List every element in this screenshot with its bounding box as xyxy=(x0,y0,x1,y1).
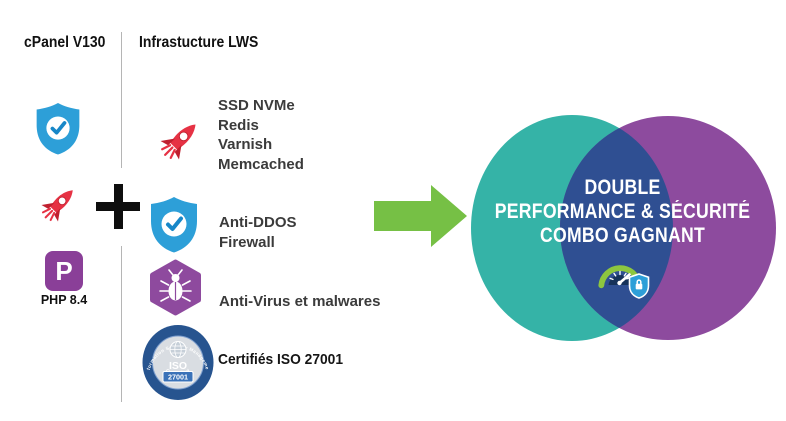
check-mark xyxy=(50,121,67,135)
badge-iso-label: ISO xyxy=(169,360,187,372)
badge-number-label: 27001 xyxy=(168,373,188,382)
php-icon-letter: P xyxy=(55,255,73,286)
rocket-fin-left xyxy=(160,138,176,146)
column-divider-bottom xyxy=(121,246,122,402)
security-feature-list: Anti-DDOS Firewall xyxy=(219,213,297,253)
badge-number-box xyxy=(162,371,194,383)
left-column-header: cPanel V130 xyxy=(24,34,106,51)
plus-icon-vbar xyxy=(113,184,123,229)
rocket-fin-left xyxy=(41,202,55,209)
php-icon: P xyxy=(45,251,83,291)
feature-line: SSD NVMe xyxy=(218,97,295,114)
column-divider-top xyxy=(121,32,122,168)
feature-line: Memcached xyxy=(218,155,304,173)
shield-check-icon xyxy=(36,103,80,155)
antivirus-feature-line: Anti-Virus et malwares xyxy=(219,293,381,310)
iso-27001-badge-icon: Information Security Management Certifie… xyxy=(142,324,214,400)
venn-line-1: DOUBLE xyxy=(584,176,661,199)
rocket-icon xyxy=(41,190,73,222)
feature-line: Firewall xyxy=(219,234,275,251)
speedometer-lock-icon xyxy=(598,265,650,299)
middle-column-header: Infrastucture LWS xyxy=(139,34,259,51)
plus-icon xyxy=(96,184,140,229)
rocket-flames xyxy=(161,144,176,159)
rocket-icon xyxy=(160,124,196,160)
bug-glyph xyxy=(159,269,192,302)
gauge-ticks xyxy=(609,270,631,281)
feature-line: Anti-DDOS xyxy=(219,214,297,231)
feature-line: Varnish xyxy=(218,136,273,153)
venn-line-2: PERFORMANCE & SÉCURITÉ xyxy=(494,200,751,223)
performance-feature-list: SSD NVMe Redis Varnish Memcached xyxy=(218,96,304,174)
php-version-label: PHP 8.4 xyxy=(40,293,88,307)
venn-line-3: COMBO GAGNANT xyxy=(540,224,705,247)
rocket-flames xyxy=(41,207,56,222)
check-mark xyxy=(166,216,183,231)
rocket-window xyxy=(57,196,67,206)
rocket-window xyxy=(178,131,189,142)
arrow-right-icon xyxy=(374,185,467,247)
feature-line: Redis xyxy=(218,116,259,134)
badge-globe-icon xyxy=(169,341,187,358)
venn-center-text: DOUBLE PERFORMANCE & SÉCURITÉ COMBO GAGN… xyxy=(465,176,780,248)
arrow-shape xyxy=(374,185,467,247)
iso-certified-line: Certifiés ISO 27001 xyxy=(218,351,344,368)
php-icon-bg xyxy=(45,251,83,291)
rocket-fin-right xyxy=(54,208,61,222)
shield-check-icon xyxy=(151,197,197,253)
gauge-hub xyxy=(617,280,622,286)
rocket-fin-right xyxy=(174,144,182,160)
lock-shield xyxy=(628,273,650,299)
bug-hexagon-icon xyxy=(150,259,201,316)
